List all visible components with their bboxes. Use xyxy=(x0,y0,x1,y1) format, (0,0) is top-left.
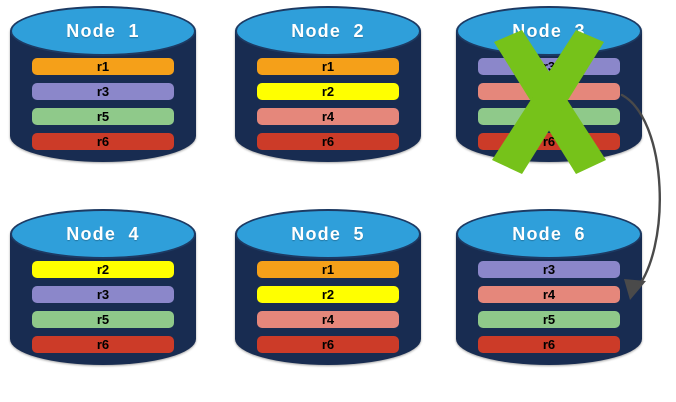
node-card-node4[interactable]: Node 4 r2 r3 r5 r6 xyxy=(0,203,206,378)
replica-bar[interactable]: r3 xyxy=(478,261,620,278)
replica-list: r3 r4 r5 r6 xyxy=(478,58,620,150)
replica-bar[interactable]: r6 xyxy=(478,336,620,353)
replica-bar[interactable]: r1 xyxy=(257,58,399,75)
replica-bar[interactable]: r2 xyxy=(257,83,399,100)
replica-list: r1 r2 r4 r6 xyxy=(257,58,399,150)
node-title: Node 1 xyxy=(66,20,140,41)
replica-bar[interactable]: r6 xyxy=(257,133,399,150)
replica-bar[interactable]: r2 xyxy=(257,286,399,303)
replica-bar[interactable]: r4 xyxy=(257,311,399,328)
replica-bar[interactable]: r3 xyxy=(32,83,174,100)
replica-bar[interactable]: r3 xyxy=(478,58,620,75)
node-title: Node 2 xyxy=(291,20,365,41)
cylinder-top: Node 1 xyxy=(10,6,196,56)
replica-bar[interactable]: r4 xyxy=(478,286,620,303)
node-card-node6[interactable]: Node 6 r3 r4 r5 r6 xyxy=(446,203,652,378)
replica-bar[interactable]: r1 xyxy=(257,261,399,278)
cylinder-top: Node 5 xyxy=(235,209,421,259)
replica-bar[interactable]: r2 xyxy=(32,261,174,278)
node-card-node3[interactable]: Node 3 r3 r4 r5 r6 xyxy=(446,0,652,175)
node-title: Node 6 xyxy=(512,223,586,244)
replica-bar[interactable]: r1 xyxy=(32,58,174,75)
replica-bar[interactable]: r5 xyxy=(478,311,620,328)
cylinder-top: Node 3 xyxy=(456,6,642,56)
replica-bar[interactable]: r4 xyxy=(257,108,399,125)
node-title: Node 5 xyxy=(291,223,365,244)
replica-bar[interactable]: r6 xyxy=(32,133,174,150)
cylinder-top: Node 4 xyxy=(10,209,196,259)
replica-bar[interactable]: r6 xyxy=(257,336,399,353)
replica-bar[interactable]: r3 xyxy=(32,286,174,303)
replica-bar[interactable]: r4 xyxy=(478,83,620,100)
replica-bar[interactable]: r6 xyxy=(32,336,174,353)
replica-list: r3 r4 r5 r6 xyxy=(478,261,620,353)
node-card-node1[interactable]: Node 1 r1 r3 r5 r6 xyxy=(0,0,206,175)
replica-bar[interactable]: r5 xyxy=(478,108,620,125)
node-title: Node 4 xyxy=(66,223,140,244)
replica-list: r2 r3 r5 r6 xyxy=(32,261,174,353)
replica-bar[interactable]: r5 xyxy=(32,108,174,125)
replica-list: r1 r2 r4 r6 xyxy=(257,261,399,353)
cylinder-top: Node 2 xyxy=(235,6,421,56)
node-title: Node 3 xyxy=(512,20,586,41)
replica-list: r1 r3 r5 r6 xyxy=(32,58,174,150)
node-card-node5[interactable]: Node 5 r1 r2 r4 r6 xyxy=(225,203,431,378)
replica-bar[interactable]: r6 xyxy=(478,133,620,150)
node-card-node2[interactable]: Node 2 r1 r2 r4 r6 xyxy=(225,0,431,175)
cylinder-top: Node 6 xyxy=(456,209,642,259)
replica-bar[interactable]: r5 xyxy=(32,311,174,328)
